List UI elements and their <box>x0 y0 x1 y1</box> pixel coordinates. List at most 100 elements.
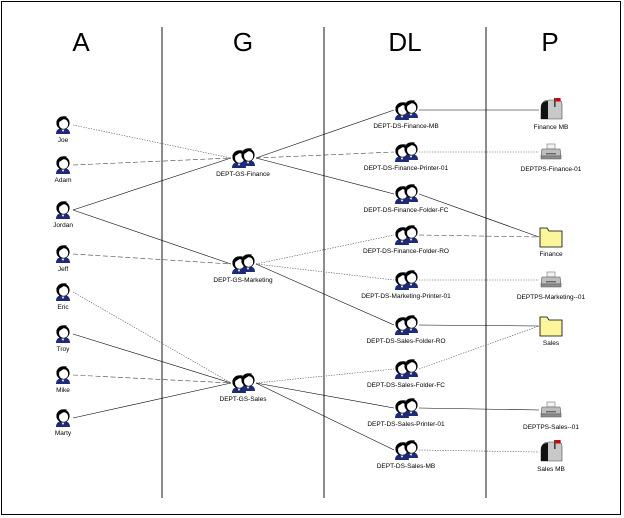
link-marty-to-gs_sales <box>72 382 232 419</box>
account-joe[interactable]: Joe <box>56 116 70 144</box>
global-group-gs_fin[interactable]: DEPT-GS-Finance <box>216 148 270 178</box>
person-icon <box>241 373 255 391</box>
link-ds_sales_fc-to-p_sales_folder <box>418 325 540 370</box>
person-icon <box>404 184 418 202</box>
dl-group-ds_fin_mb[interactable]: DEPT-DS-Finance-MB <box>373 100 439 130</box>
group-icon <box>395 315 418 335</box>
dl-group-ds_fin_pr[interactable]: DEPT-DS-Finance-Printer-01 <box>364 142 449 172</box>
dl-group-ds_sales_fc-label: DEPT-DS-Sales-Folder-FC <box>367 382 445 389</box>
person-icon <box>56 156 70 174</box>
dl-group-ds_mkt_pr[interactable]: DEPT-DS-Marketing-Printer-01 <box>361 270 451 300</box>
link-gs_fin-to-ds_fin_pr <box>255 151 395 159</box>
person-icon <box>56 283 70 301</box>
resource-p_fin_pr-label: DEPTPS-Finance-01 <box>521 166 582 173</box>
group-icon <box>395 440 418 460</box>
link-ds_sales_ro-to-p_sales_folder <box>418 324 540 327</box>
column-header-p: P <box>541 27 558 57</box>
printer-icon <box>540 143 562 160</box>
account-marty[interactable]: Marty <box>55 409 72 437</box>
link-gs_mkt-to-ds_fin_ro <box>255 234 395 265</box>
account-mike[interactable]: Mike <box>56 366 70 394</box>
link-ds_fin_ro-to-p_fin_folder <box>418 234 540 238</box>
person-icon <box>56 366 70 384</box>
account-adam-label: Adam <box>55 177 72 184</box>
dl-group-ds_sales_mb[interactable]: DEPT-DS-Sales-MB <box>377 440 436 470</box>
link-gs_mkt-to-ds_mkt_pr <box>255 263 395 281</box>
link-gs_fin-to-ds_fin_fc <box>255 157 395 195</box>
group-icon <box>232 254 255 274</box>
group-icon <box>395 142 418 162</box>
person-icon <box>395 227 409 245</box>
printer-icon <box>540 271 562 288</box>
person-icon <box>56 116 70 134</box>
global-group-gs_fin-label: DEPT-GS-Finance <box>216 171 270 178</box>
dl-group-ds_sales_ro[interactable]: DEPT-DS-Sales-Folder-RO <box>366 315 446 345</box>
link-troy-to-gs_sales <box>72 333 232 384</box>
account-adam[interactable]: Adam <box>55 156 72 184</box>
resource-p_fin_folder-label: Finance <box>539 251 563 258</box>
column-dividers <box>161 27 487 498</box>
person-icon <box>56 409 70 427</box>
resource-p_sales_folder[interactable]: Sales <box>539 316 563 347</box>
dl-group-ds_sales_fc[interactable]: DEPT-DS-Sales-Folder-FC <box>367 359 445 389</box>
link-jeff-to-gs_mkt <box>72 253 232 265</box>
group-icon <box>395 184 418 204</box>
global-group-gs_mkt[interactable]: DEPT-GS-Marketing <box>213 254 273 284</box>
resource-p_fin_folder[interactable]: Finance <box>539 227 563 258</box>
group-icon <box>395 100 418 120</box>
person-icon <box>241 148 255 166</box>
resource-p_mkt_pr[interactable]: DEPTPS-Marketing--01 <box>517 271 586 301</box>
person-icon <box>395 186 409 204</box>
dl-group-ds_fin_fc[interactable]: DEPT-DS-Finance-Folder-FC <box>364 184 449 214</box>
group-icon <box>232 373 255 393</box>
resource-p_sales_mb-label: Sales MB <box>537 466 565 473</box>
account-jeff[interactable]: Jeff <box>56 245 70 273</box>
link-gs_sales-to-ds_sales_pr <box>255 382 395 409</box>
account-joe-label: Joe <box>58 137 69 144</box>
link-gs_fin-to-ds_fin_mb <box>255 109 395 159</box>
global-group-gs_sales-label: DEPT-GS-Sales <box>220 396 268 403</box>
dl-group-ds_fin_ro[interactable]: DEPT-DS-Finance-Folder-RO <box>363 225 449 255</box>
link-ds_sales_pr-to-p_sales_pr <box>418 407 540 411</box>
resource-p_sales_pr-label: DEPTPS-Sales--01 <box>523 424 579 431</box>
dl-group-ds_fin_pr-label: DEPT-DS-Finance-Printer-01 <box>364 165 449 172</box>
dl-group-ds_sales_mb-label: DEPT-DS-Sales-MB <box>377 463 436 470</box>
person-icon <box>404 270 418 288</box>
resource-p_sales_mb[interactable]: Sales MB <box>537 440 565 473</box>
person-icon <box>241 254 255 272</box>
resource-p_fin_pr[interactable]: DEPTPS-Finance-01 <box>521 143 582 173</box>
account-troy[interactable]: Troy <box>56 325 70 353</box>
resource-p_fin_mb[interactable]: Finance MB <box>534 98 569 131</box>
group-icon <box>232 148 255 168</box>
dl-group-ds_sales_pr[interactable]: DEPT-DS-Sales-Printer-01 <box>367 398 445 428</box>
link-eric-to-gs_sales <box>72 291 232 384</box>
dl-group-ds_fin_mb-label: DEPT-DS-Finance-MB <box>373 123 438 130</box>
person-icon <box>404 225 418 243</box>
account-jordan[interactable]: Jordan <box>53 201 73 229</box>
link-joe-to-gs_fin <box>72 124 232 159</box>
resource-p_sales_folder-label: Sales <box>543 340 560 347</box>
column-header-g: G <box>233 27 253 57</box>
account-eric[interactable]: Eric <box>56 283 70 311</box>
column-headers: A G DL P <box>72 27 558 57</box>
link-ds_sales_mb-to-p_sales_mb <box>418 449 540 453</box>
person-icon <box>404 142 418 160</box>
dl-group-ds_fin_fc-label: DEPT-DS-Finance-Folder-FC <box>364 207 449 214</box>
printer-icon <box>540 401 562 418</box>
person-icon <box>404 440 418 458</box>
dl-group-ds_sales_pr-label: DEPT-DS-Sales-Printer-01 <box>367 421 445 428</box>
account-mike-label: Mike <box>56 387 70 394</box>
resource-p_sales_pr[interactable]: DEPTPS-Sales--01 <box>523 401 579 431</box>
global-group-gs_sales[interactable]: DEPT-GS-Sales <box>220 373 268 403</box>
link-ds_fin_fc-to-p_fin_folder <box>418 193 540 238</box>
link-mike-to-gs_sales <box>72 374 232 384</box>
group-icon <box>395 359 418 379</box>
resource-p_fin_mb-label: Finance MB <box>534 124 569 131</box>
resource-p_mkt_pr-label: DEPTPS-Marketing--01 <box>517 294 586 301</box>
person-icon <box>404 100 418 118</box>
link-gs_sales-to-ds_sales_mb <box>255 382 395 451</box>
dl-group-ds_fin_ro-label: DEPT-DS-Finance-Folder-RO <box>363 248 449 255</box>
group-icon <box>395 225 418 245</box>
